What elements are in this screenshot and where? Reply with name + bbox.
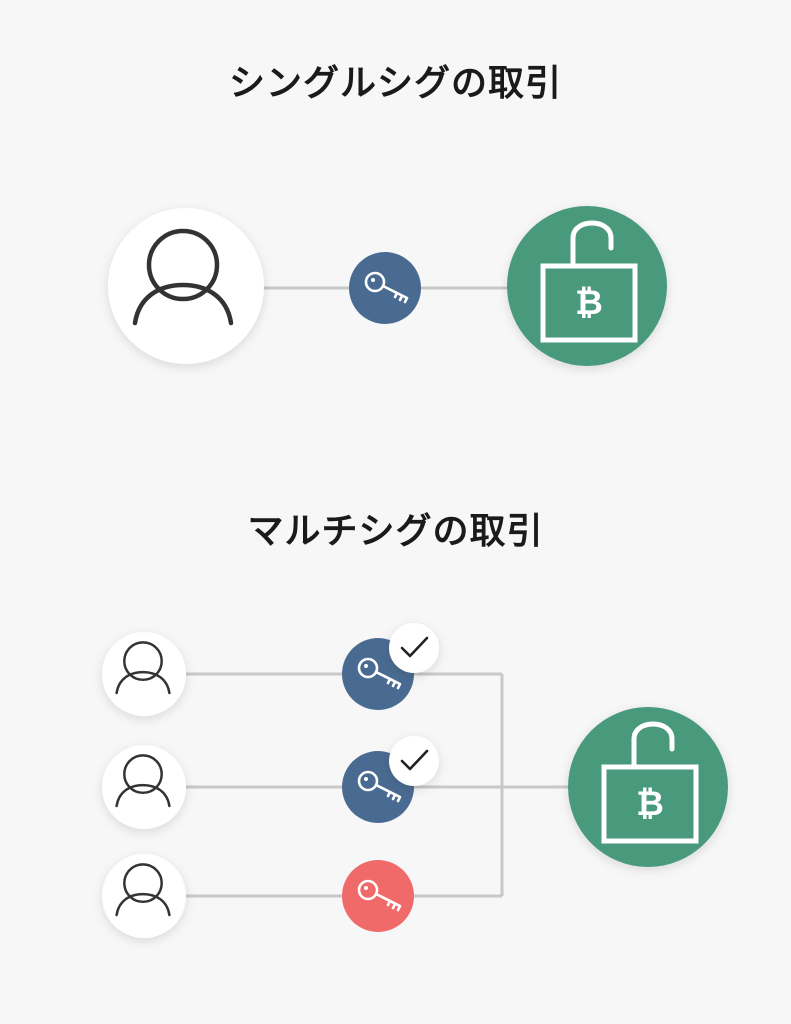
signer-avatar-3	[102, 854, 186, 938]
signer-avatar-2	[102, 745, 186, 829]
checkmark-icon	[389, 623, 439, 673]
user-avatar	[108, 208, 264, 364]
key-icon	[349, 252, 421, 324]
unsigned-key-icon	[342, 860, 414, 932]
unlocked-padlock-bitcoin-icon	[507, 206, 667, 366]
multi-sig-title: マルチシグの取引	[247, 511, 544, 552]
single-sig-title: シングルシグの取引	[228, 63, 562, 104]
checkmark-icon	[389, 736, 439, 786]
signer-avatar-1	[102, 632, 186, 716]
unlocked-padlock-bitcoin-icon	[568, 707, 728, 867]
